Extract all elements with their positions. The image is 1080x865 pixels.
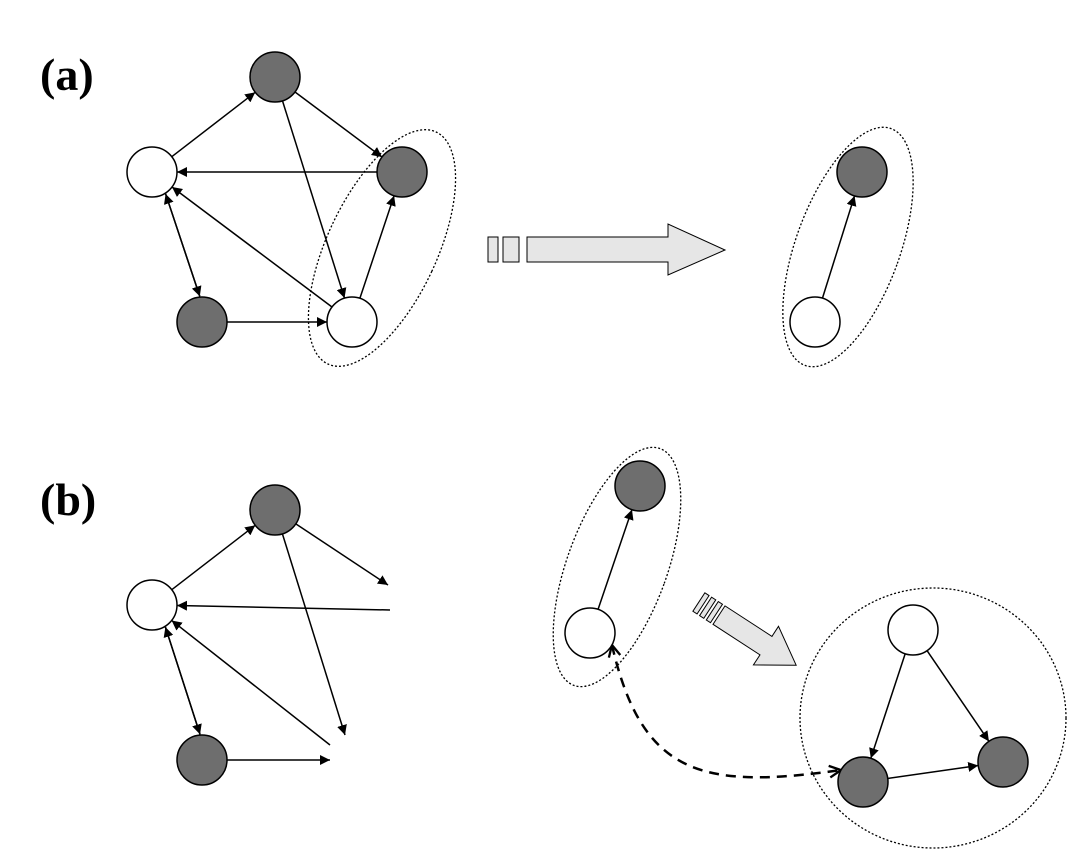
edge-a-botright-to-a-right bbox=[359, 195, 396, 299]
node-b-top bbox=[249, 484, 301, 536]
edge-a-left-to-a-top bbox=[171, 91, 256, 158]
node-a-left bbox=[126, 146, 178, 198]
node-bm-top bbox=[614, 460, 666, 512]
node-b-left bbox=[126, 579, 178, 631]
edge-b-top-to-open-end bbox=[295, 523, 389, 586]
node-ar-top bbox=[836, 146, 888, 198]
node-bm-bot bbox=[564, 607, 616, 659]
edge-b-top-to-open-end bbox=[281, 533, 347, 736]
node-a-right bbox=[376, 146, 428, 198]
edge-a-top-to-a-botright bbox=[281, 100, 347, 299]
group-outline-a-group-source bbox=[307, 129, 457, 367]
node-a-botright bbox=[326, 296, 378, 348]
big-arrow-icon bbox=[487, 223, 727, 276]
dashed-link bbox=[612, 645, 841, 779]
node-a-botleft bbox=[176, 296, 228, 348]
node-b-botleft bbox=[176, 734, 228, 786]
group-outline-b-group-dimer bbox=[552, 446, 682, 688]
node-ar-bot bbox=[789, 296, 841, 348]
edge-a-botleft-to-a-left bbox=[164, 193, 201, 297]
panel-b-label: (b) bbox=[40, 474, 97, 525]
edge-open-end-to-b-left bbox=[176, 600, 391, 611]
panel-a-label: (a) bbox=[40, 49, 94, 100]
edge-br-top-to-br-left bbox=[869, 653, 906, 759]
edge-bm-bot-to-bm-top bbox=[597, 509, 634, 610]
node-a-top bbox=[249, 51, 301, 103]
node-br-top bbox=[887, 604, 939, 656]
edge-a-top-to-a-right bbox=[294, 91, 383, 158]
edge-a-botright-to-a-left bbox=[171, 186, 333, 308]
edge-b-botleft-to-b-left bbox=[163, 626, 201, 735]
edge-ar-bot-to-ar-top bbox=[821, 195, 857, 299]
edge-br-left-to-br-right bbox=[887, 761, 979, 780]
edge-open-end-to-b-left bbox=[171, 619, 331, 746]
node-br-left bbox=[837, 756, 889, 808]
edge-b-left-to-b-top bbox=[171, 524, 256, 591]
edge-br-top-to-br-right bbox=[926, 650, 990, 742]
node-br-right bbox=[977, 736, 1029, 788]
small-arrow-icon bbox=[692, 592, 797, 666]
